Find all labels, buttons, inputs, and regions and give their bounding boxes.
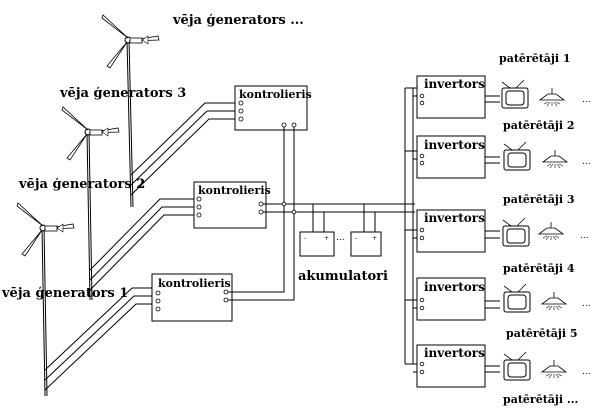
- consumer-label: patērētāji 4: [503, 262, 575, 275]
- controller-bottom: kontrolieris: [151, 273, 233, 322]
- inverter-label: invertors: [424, 346, 485, 360]
- consumer-group-1: patērētāji 1 ...: [499, 52, 591, 109]
- turbine-label-1: vēja ģenerators 1: [1, 286, 128, 301]
- wind-turbine-icon: [101, 14, 160, 69]
- inverter-label: invertors: [424, 280, 485, 294]
- consumer-group-4: patērētāji 4 ...: [503, 262, 591, 313]
- consumer-group-2: patērētāji 2 ...: [503, 119, 591, 171]
- inverter-label: invertors: [424, 211, 485, 225]
- svg-text:+: +: [372, 235, 377, 242]
- consumer-group-3: patērētāji 3 ...: [502, 193, 589, 247]
- turbine-label-2: vēja ģenerators 2: [18, 177, 145, 192]
- wind-turbine-icon: [16, 202, 75, 257]
- inverter-5: invertors: [405, 344, 500, 388]
- turbine-wires: [44, 102, 240, 391]
- device-ellipsis: ...: [582, 367, 591, 377]
- device-ellipsis: ...: [582, 299, 591, 309]
- inverter-label: invertors: [424, 138, 485, 152]
- controller-label: kontrolieris: [198, 184, 271, 197]
- tv-icon: [503, 351, 531, 381]
- device-ellipsis: ...: [582, 95, 591, 105]
- consumer-label: patērētāji 3: [503, 193, 575, 206]
- svg-text:-: -: [304, 235, 306, 242]
- svg-text:+: +: [324, 235, 329, 242]
- controller-middle: kontrolieris: [193, 181, 271, 229]
- consumer-label: patērētāji 2: [503, 119, 575, 132]
- device-ellipsis: ...: [580, 231, 589, 241]
- inverter-3: invertors: [405, 209, 500, 253]
- lamp-icon: [539, 87, 565, 107]
- inverter-2: invertors: [405, 135, 500, 179]
- lamp-icon: [542, 149, 568, 169]
- consumer-label-more: patērētāji ...: [503, 393, 578, 406]
- lamp-icon: [538, 221, 564, 241]
- tv-icon: [502, 217, 530, 247]
- battery-1: - +: [299, 231, 335, 257]
- wind-turbine-icon: [61, 106, 120, 161]
- svg-text:-: -: [355, 235, 357, 242]
- inverter-label: invertors: [424, 77, 485, 91]
- dc-bus-wires: [228, 88, 415, 364]
- tv-icon: [501, 79, 529, 109]
- consumer-label: patērētāji 1: [499, 52, 571, 65]
- turbine-3: [61, 106, 120, 301]
- tv-icon: [503, 141, 531, 171]
- battery-2: - +: [350, 231, 382, 257]
- turbine-label-4: vēja ģenerators ...: [172, 13, 304, 28]
- controller-top: kontrolieris: [234, 85, 312, 131]
- inverter-1: invertors: [405, 75, 500, 119]
- lamp-icon: [541, 359, 567, 379]
- inverter-4: invertors: [405, 277, 500, 321]
- consumer-label: patērētāji 5: [506, 327, 578, 340]
- lamp-icon: [541, 291, 567, 311]
- controller-label: kontrolieris: [158, 277, 231, 290]
- turbine-4: [101, 14, 160, 208]
- controller-label: kontrolieris: [239, 88, 312, 101]
- turbine-label-3: vēja ģenerators 3: [59, 86, 186, 101]
- battery-label: akumulatori: [298, 269, 388, 284]
- battery-ellipsis: ...: [336, 233, 345, 243]
- tv-icon: [503, 283, 531, 313]
- device-ellipsis: ...: [582, 157, 591, 167]
- consumer-group-5: patērētāji 5 ...: [503, 327, 591, 381]
